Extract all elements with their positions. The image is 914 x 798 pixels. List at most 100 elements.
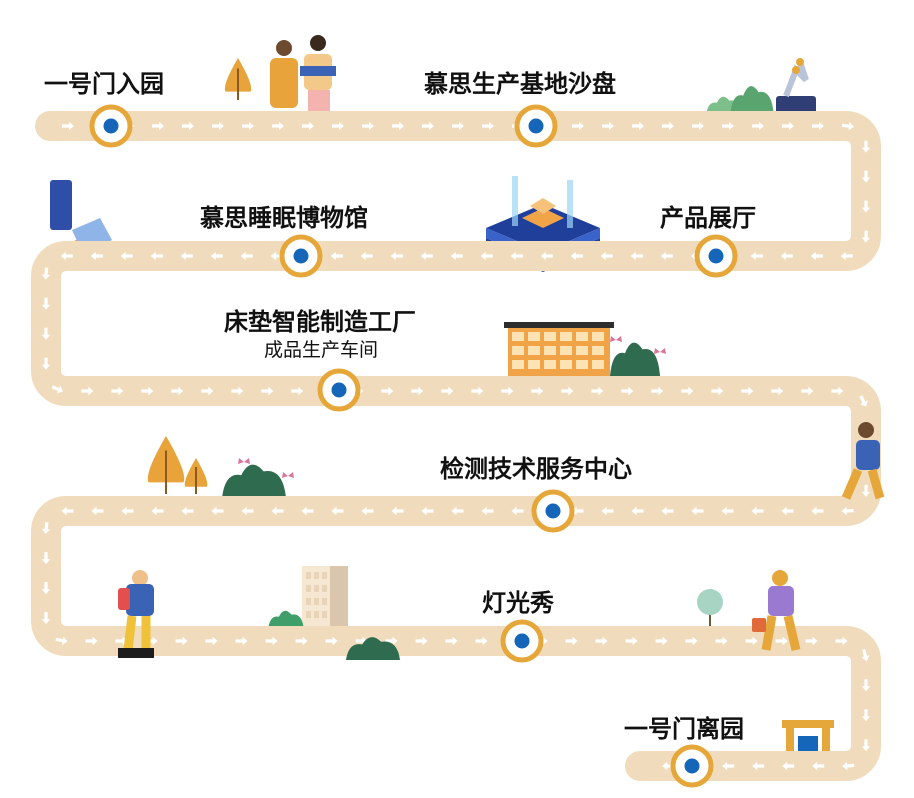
direction-arrow-icon [861, 739, 871, 752]
direction-arrow-icon [270, 251, 283, 261]
direction-arrow-icon [41, 357, 51, 370]
traveler-icon [752, 570, 801, 652]
direction-arrow-icon [212, 121, 224, 131]
direction-arrow-icon [715, 636, 728, 646]
stop-label-sandtable: 慕思生产基地沙盘 [424, 70, 616, 98]
butterfly-icon [238, 458, 250, 464]
direction-arrow-icon [231, 386, 244, 396]
direction-arrow-icon [782, 761, 795, 771]
direction-arrow-icon [841, 122, 854, 131]
direction-arrow-icon [591, 386, 604, 396]
bush-icon [610, 342, 660, 376]
direction-arrow-icon [572, 121, 584, 131]
direction-arrow-icon [362, 121, 374, 131]
tourists-icon [270, 35, 336, 118]
direction-arrow-icon [840, 251, 853, 261]
direction-arrow-icon [801, 386, 814, 396]
direction-arrow-icon [41, 552, 51, 565]
direction-arrow-icon [242, 121, 254, 131]
direction-arrow-icon [241, 506, 254, 516]
direction-arrow-icon [272, 121, 284, 131]
direction-arrow-icon [602, 121, 614, 131]
direction-arrow-icon [302, 121, 314, 131]
stop-marker-testing [531, 489, 575, 533]
direction-arrow-icon [482, 121, 494, 131]
direction-arrow-icon [471, 386, 484, 396]
stop-sublabel-factory: 成品生产车间 [264, 339, 379, 361]
stop-marker-gate-entry [89, 104, 133, 148]
direction-arrow-icon [861, 709, 871, 722]
direction-arrow-icon [201, 386, 214, 396]
direction-arrow-icon [331, 506, 344, 516]
direction-arrow-icon [861, 140, 871, 153]
direction-arrow-icon [415, 636, 428, 646]
hiker-icon [841, 422, 885, 500]
direction-arrow-icon [481, 506, 494, 516]
direction-arrow-icon [390, 251, 403, 261]
stop-marker-gate-exit [670, 744, 714, 788]
stop-label-museum: 慕思睡眠博物馆 [200, 204, 368, 232]
direction-arrow-icon [775, 636, 788, 646]
direction-arrow-icon [655, 636, 668, 646]
tree-icon [147, 436, 185, 494]
direction-arrow-icon [630, 251, 643, 261]
direction-arrow-icon [381, 386, 394, 396]
direction-arrow-icon [781, 506, 794, 516]
direction-arrow-icon [771, 386, 784, 396]
direction-arrow-icon [711, 386, 724, 396]
direction-arrow-icon [265, 636, 278, 646]
direction-arrow-icon [392, 121, 404, 131]
direction-arrow-icon [180, 251, 193, 261]
stop-marker-sandtable [514, 104, 558, 148]
stop-label-showroom: 产品展厅 [660, 204, 756, 232]
direction-arrow-icon [531, 386, 544, 396]
direction-arrow-icon [805, 636, 818, 646]
direction-arrow-icon [859, 395, 868, 407]
direction-arrow-icon [510, 251, 523, 261]
direction-arrow-icon [810, 251, 823, 261]
direction-arrow-icon [41, 297, 51, 310]
direction-arrow-icon [141, 386, 154, 396]
direction-arrow-icon [211, 506, 224, 516]
direction-arrow-icon [332, 121, 344, 131]
direction-arrow-icon [501, 386, 514, 396]
tree-icon [184, 458, 208, 494]
stop-markers [89, 104, 738, 788]
direction-arrow-icon [601, 506, 614, 516]
butterfly-icon [610, 336, 622, 342]
stop-marker-lightshow [500, 619, 544, 663]
direction-arrow-icon [631, 506, 644, 516]
direction-arrow-icon [600, 251, 613, 261]
direction-arrow-icon [361, 506, 374, 516]
direction-arrow-icon [842, 761, 855, 771]
direction-arrow-icon [450, 251, 463, 261]
direction-arrow-icon [62, 121, 74, 131]
direction-arrow-icon [780, 251, 793, 261]
direction-arrow-icon [422, 121, 434, 131]
stop-marker-factory [317, 368, 361, 412]
direction-arrow-icon [831, 386, 844, 396]
tree-icon [224, 58, 252, 100]
direction-arrow-icon [660, 251, 673, 261]
direction-arrow-icon [121, 506, 134, 516]
direction-arrow-icon [360, 251, 373, 261]
direction-arrow-icon [451, 506, 464, 516]
direction-arrow-icon [750, 251, 763, 261]
direction-arrow-icon [752, 121, 764, 131]
direction-arrow-icon [51, 385, 64, 394]
direction-arrow-icon [90, 251, 103, 261]
direction-arrow-icon [41, 582, 51, 595]
photographer-icon [118, 570, 154, 658]
direction-arrow-icon [651, 386, 664, 396]
direction-arrow-icon [235, 636, 248, 646]
direction-arrow-icon [291, 386, 304, 396]
direction-arrow-icon [145, 636, 158, 646]
direction-arrow-icon [41, 267, 51, 280]
stop-label-testing-center: 检测技术服务中心 [440, 455, 632, 483]
direction-arrow-icon [60, 251, 73, 261]
direction-arrow-icon [295, 636, 308, 646]
direction-arrow-icon [411, 386, 424, 396]
direction-arrow-icon [861, 649, 870, 662]
direction-arrow-icon [861, 679, 871, 692]
direction-arrow-icon [752, 761, 765, 771]
